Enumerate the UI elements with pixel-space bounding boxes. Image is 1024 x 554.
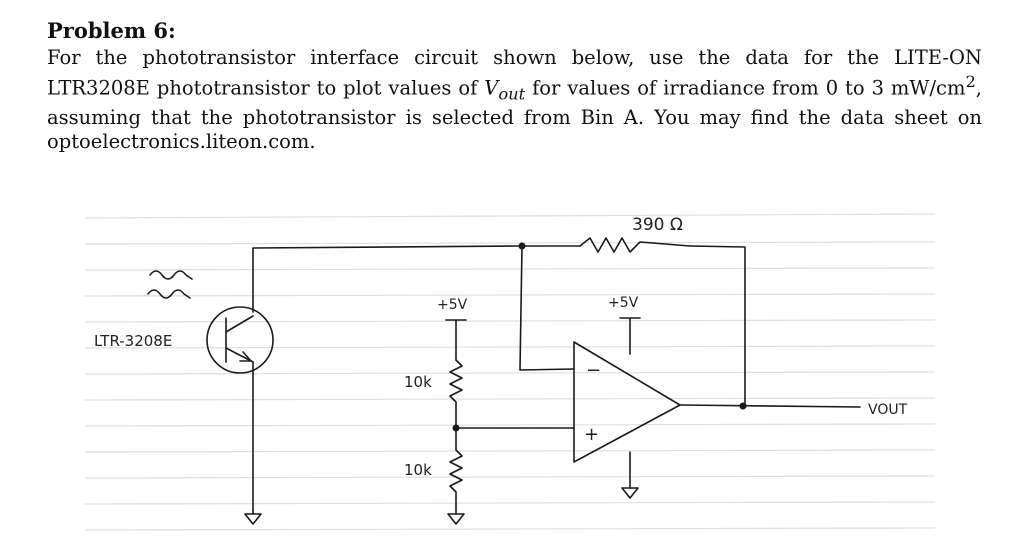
phototransistor-collector-lead: [225, 315, 254, 333]
phototransistor-emitter-lead: [225, 347, 254, 511]
problem-text-2: for values of irradiance from 0 to 3 mW/…: [525, 76, 966, 100]
top-resistor-label: 10k: [404, 373, 432, 391]
junction-dot-top: [518, 242, 526, 250]
opamp-supply-wire: [619, 317, 641, 355]
ground-icon-opamp: [621, 487, 639, 499]
problem-title: Problem 6:: [47, 18, 176, 43]
opamp-supply-label: +5V: [608, 295, 639, 311]
ground-icon-divider: [447, 509, 465, 525]
divider-resistor-top: [449, 359, 463, 429]
divider-supply-label: +5V: [437, 297, 468, 313]
output-label: VOUT: [868, 402, 908, 418]
feedback-resistor: [579, 237, 691, 253]
notebook-lines: [84, 213, 936, 531]
problem-text-3: , assuming that the phototransistor is s…: [47, 76, 982, 154]
divider-resistor-bottom: [449, 427, 463, 511]
problem-body: For the phototransistor interface circui…: [47, 46, 982, 154]
feedback-resistor-label: 390 Ω: [632, 215, 683, 235]
vout-subscript: out: [498, 84, 526, 104]
emitter-arrow-icon: [239, 351, 252, 362]
junction-dots: [452, 242, 747, 432]
junction-dot-divider: [452, 424, 460, 432]
inverting-input-wire: [519, 245, 575, 371]
opamp-minus-label: −: [586, 360, 601, 381]
units-exponent: 2: [965, 72, 976, 91]
problem-text-1: For the phototransistor interface circui…: [47, 46, 982, 100]
output-wire: [679, 404, 861, 408]
problem-statement: Problem 6: For the phototransistor inter…: [47, 18, 982, 154]
divider-supply-bar: [445, 319, 467, 361]
top-wire: [252, 245, 746, 407]
phototransistor-label: LTR-3208E: [94, 332, 172, 350]
phototransistor-body: [206, 306, 274, 374]
bottom-resistor-label: 10k: [404, 461, 432, 479]
opamp-triangle: [573, 341, 681, 463]
opamp-plus-label: +: [584, 424, 599, 445]
light-ray-icon: [147, 270, 193, 299]
vout-symbol: V: [484, 76, 499, 100]
ground-icon-transistor: [244, 509, 262, 525]
junction-dot-output: [739, 402, 747, 410]
